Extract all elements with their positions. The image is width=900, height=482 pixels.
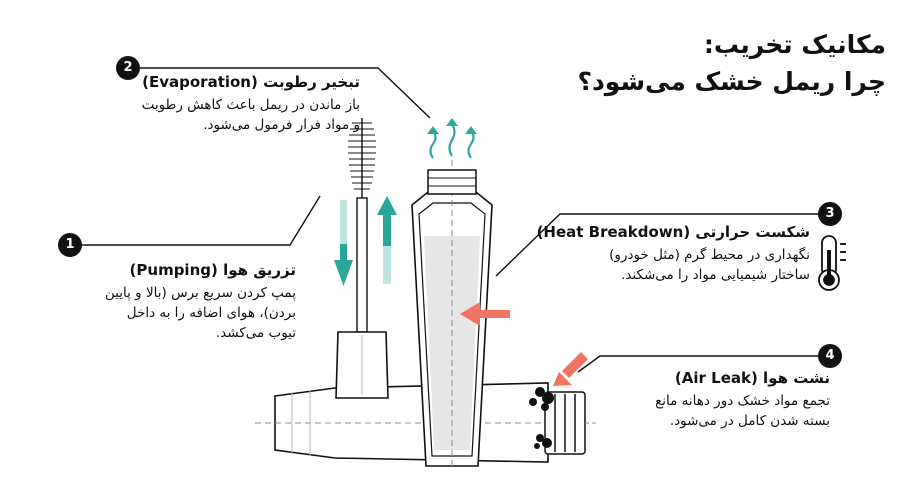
badge-2: 2 (116, 56, 140, 80)
callout-body-line: و مواد فرار فرمول می‌شود. (203, 117, 360, 133)
mascara-cap (255, 382, 560, 463)
leak-arrow-icon (553, 352, 588, 386)
callout-body: نگهداری در محیط گرم (مثل خودرو) ساختار ش… (545, 245, 810, 285)
callout-body-line: بسته شدن کامل در می‌شود. (669, 413, 830, 429)
callout-heading: شکست حرارتی (Heat Breakdown) (536, 223, 810, 241)
pumping-arrows (334, 196, 397, 286)
callout-body-line: پمپ کردن سریع برس (بالا و پایین (104, 285, 296, 301)
heat-arrow-icon (460, 302, 510, 326)
leader-line-4 (577, 355, 820, 373)
down-arrow-icon (334, 260, 353, 286)
callout-body-line: ساختار شیمیایی مواد را می‌شکند. (621, 267, 810, 283)
badge-3: 3 (818, 202, 842, 226)
callout-body-line: تجمع مواد خشک دور دهانه مانع (655, 393, 830, 409)
callout-body-line: تیوب می‌کشد. (215, 325, 296, 341)
leader-line-2 (140, 67, 431, 119)
callout-heading: تبخیر رطوبت (Evaporation) (142, 73, 360, 91)
badge-1: 1 (58, 233, 82, 257)
callout-body: تجمع مواد خشک دور دهانه مانع بسته شدن کا… (598, 391, 830, 431)
leader-lines (70, 67, 820, 373)
leader-line-1 (70, 195, 321, 246)
leader-line-3 (495, 213, 820, 277)
steam-icon (427, 118, 477, 159)
page-title: مکانیک تخریب: چرا ریمل خشک می‌شود؟ (526, 26, 886, 100)
callout-heading: تزریق هوا (Pumping) (129, 261, 296, 279)
badge-4: 4 (818, 344, 842, 368)
callout-air-leak: نشت هوا (Air Leak) تجمع مواد خشک دور دها… (598, 368, 830, 431)
mascara-tube (411, 160, 493, 470)
title-line-1: مکانیک تخریب: (703, 30, 886, 59)
up-arrow-icon (377, 196, 397, 215)
callout-evaporation: تبخیر رطوبت (Evaporation) باز ماندن در ر… (110, 72, 360, 135)
callout-heading: نشت هوا (Air Leak) (674, 369, 830, 387)
thermometer-icon (818, 235, 846, 291)
callout-body-line: نگهداری در محیط گرم (مثل خودرو) (609, 247, 810, 263)
title-line-2: چرا ریمل خشک می‌شود؟ (577, 67, 886, 96)
callout-body-line: بردن)، هوای اضافه را به داخل (126, 305, 296, 321)
cap-thread (544, 391, 598, 455)
mascara-wand (335, 118, 389, 399)
callout-heat-breakdown: شکست حرارتی (Heat Breakdown) نگهداری در … (536, 222, 810, 285)
callout-body: باز ماندن در ریمل باعث کاهش رطوبت و مواد… (110, 95, 360, 135)
callout-body: پمپ کردن سریع برس (بالا و پایین بردن)، ه… (60, 283, 296, 343)
callout-body-line: باز ماندن در ریمل باعث کاهش رطوبت (141, 97, 360, 113)
dried-residue (529, 387, 554, 449)
callout-pumping: تزریق هوا (Pumping) پمپ کردن سریع برس (ب… (60, 260, 296, 343)
